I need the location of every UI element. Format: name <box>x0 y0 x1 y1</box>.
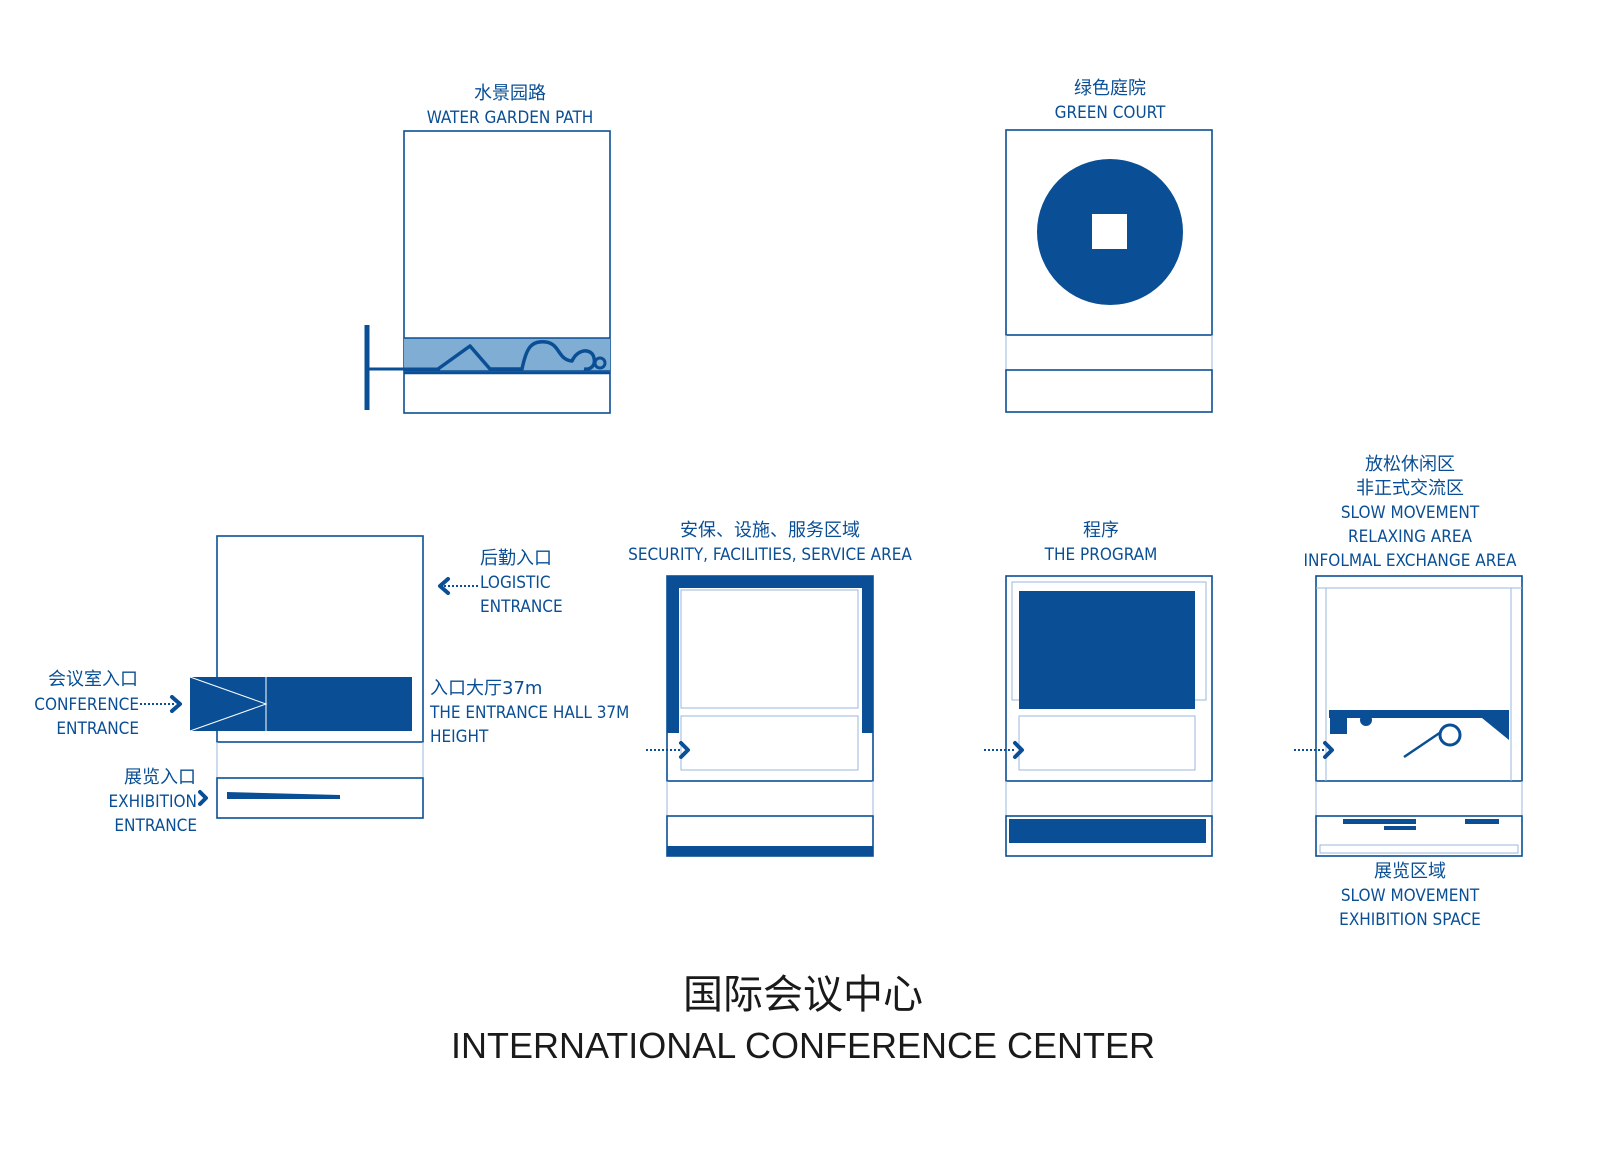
water-garden-node <box>593 356 607 370</box>
hall-label-cn: 入口大厅37m <box>430 678 542 699</box>
exhibition-bar <box>227 795 340 799</box>
conference-arrow-icon <box>170 695 182 713</box>
relax-exhibit-bar-2 <box>1384 826 1416 830</box>
exhibition-label-cn: 展览入口 <box>124 767 196 788</box>
relax-label-cn1: 放松休闲区 <box>1365 454 1455 475</box>
exhibition-label-en1: EXHIBITION <box>109 792 197 812</box>
logistic-arrow-icon <box>438 577 450 595</box>
security-left-wall <box>667 576 679 733</box>
security-top-wall <box>667 576 873 588</box>
program-panel: 程序 THE PROGRAM <box>984 520 1213 857</box>
water-garden-label-cn: 水景园路 <box>474 83 546 104</box>
conference-label-cn: 会议室入口 <box>48 669 138 690</box>
security-frame <box>666 575 874 782</box>
water-garden-panel: 水景园路 WATER GARDEN PATH <box>364 83 611 414</box>
entrance-hall-triangle <box>189 676 268 732</box>
security-panel: 安保、设施、服务区域 SECURITY, FACILITIES, SERVICE… <box>628 520 912 857</box>
entrance-panel: 后勤入口 LOGISTIC ENTRANCE 会议室入口 CONFERENCE … <box>34 535 629 836</box>
program-lower-frame <box>1005 815 1213 857</box>
logistic-label-en1: LOGISTIC <box>480 573 551 593</box>
relax-label-en1: SLOW MOVEMENT <box>1341 503 1480 523</box>
conference-label-en1: CONFERENCE <box>34 695 139 715</box>
logistic-label-cn: 后勤入口 <box>480 548 552 569</box>
exhibition-arrow-icon <box>198 790 208 806</box>
relax-label-en3: INFOLMAL EXCHANGE AREA <box>1304 551 1517 571</box>
program-main-block <box>1019 591 1195 709</box>
relax-block-right <box>1482 718 1509 740</box>
relax-lower-inner <box>1319 844 1519 854</box>
relax-exhibit-bar-3 <box>1465 819 1499 824</box>
security-label-cn: 安保、设施、服务区域 <box>680 520 860 541</box>
relax-exhibit-bar-1 <box>1343 819 1416 824</box>
water-garden-frame <box>403 130 611 414</box>
relax-lower-frame <box>1315 815 1523 857</box>
program-arrow-icon <box>1013 741 1024 759</box>
security-arrow-icon <box>679 741 690 759</box>
program-frame <box>1005 575 1213 782</box>
conference-label-en2: ENTRANCE <box>56 719 139 739</box>
entrance-hall-block <box>190 677 412 731</box>
relax-lamp-stem <box>1403 730 1442 759</box>
program-inner-lower <box>1018 715 1196 771</box>
hall-label-en1: THE ENTRANCE HALL 37M <box>429 703 629 723</box>
green-court-label-en: GREEN COURT <box>1055 103 1166 123</box>
relax-seat-dot <box>1360 714 1372 726</box>
water-garden-label-en: WATER GARDEN PATH <box>427 108 594 128</box>
relax-panel: 放松休闲区 非正式交流区 SLOW MOVEMENT RELAXING AREA… <box>1294 454 1523 930</box>
green-court-label-cn: 绿色庭院 <box>1074 78 1146 99</box>
program-label-en: THE PROGRAM <box>1044 545 1158 565</box>
main-title-en: INTERNATIONAL CONFERENCE CENTER <box>451 1025 1155 1066</box>
green-court-square <box>1092 214 1127 249</box>
security-right-wall <box>862 576 873 733</box>
relax-label-en2: RELAXING AREA <box>1348 527 1473 547</box>
relax-bottom-label-cn: 展览区域 <box>1374 861 1446 882</box>
security-inner-room <box>680 589 859 709</box>
security-inner-lower <box>680 715 859 771</box>
relax-arrow-icon <box>1323 741 1334 759</box>
green-court-panel: 绿色庭院 GREEN COURT <box>1005 78 1213 413</box>
relax-bottom-label-en2: EXHIBITION SPACE <box>1339 910 1481 930</box>
security-label-en: SECURITY, FACILITIES, SERVICE AREA <box>628 545 912 565</box>
entrance-frame <box>216 535 424 743</box>
relax-bench <box>1329 710 1509 718</box>
program-label-cn: 程序 <box>1083 520 1119 541</box>
security-bottom-bar <box>667 846 873 856</box>
exhibition-label-en2: ENTRANCE <box>114 816 197 836</box>
green-court-frame <box>1005 129 1213 336</box>
relax-label-cn2: 非正式交流区 <box>1356 478 1464 499</box>
main-title-cn: 国际会议中心 <box>683 972 923 1018</box>
relax-frame <box>1315 575 1523 782</box>
relax-lamp-head <box>1438 723 1462 747</box>
entrance-lower-frame <box>216 777 424 819</box>
relax-block-left <box>1330 718 1347 734</box>
hall-label-en2: HEIGHT <box>430 727 489 747</box>
relax-bottom-label-en1: SLOW MOVEMENT <box>1341 886 1480 906</box>
green-court-lower-frame <box>1005 369 1213 413</box>
logistic-label-en2: ENTRANCE <box>480 597 563 617</box>
program-lower-bar <box>1009 819 1206 843</box>
